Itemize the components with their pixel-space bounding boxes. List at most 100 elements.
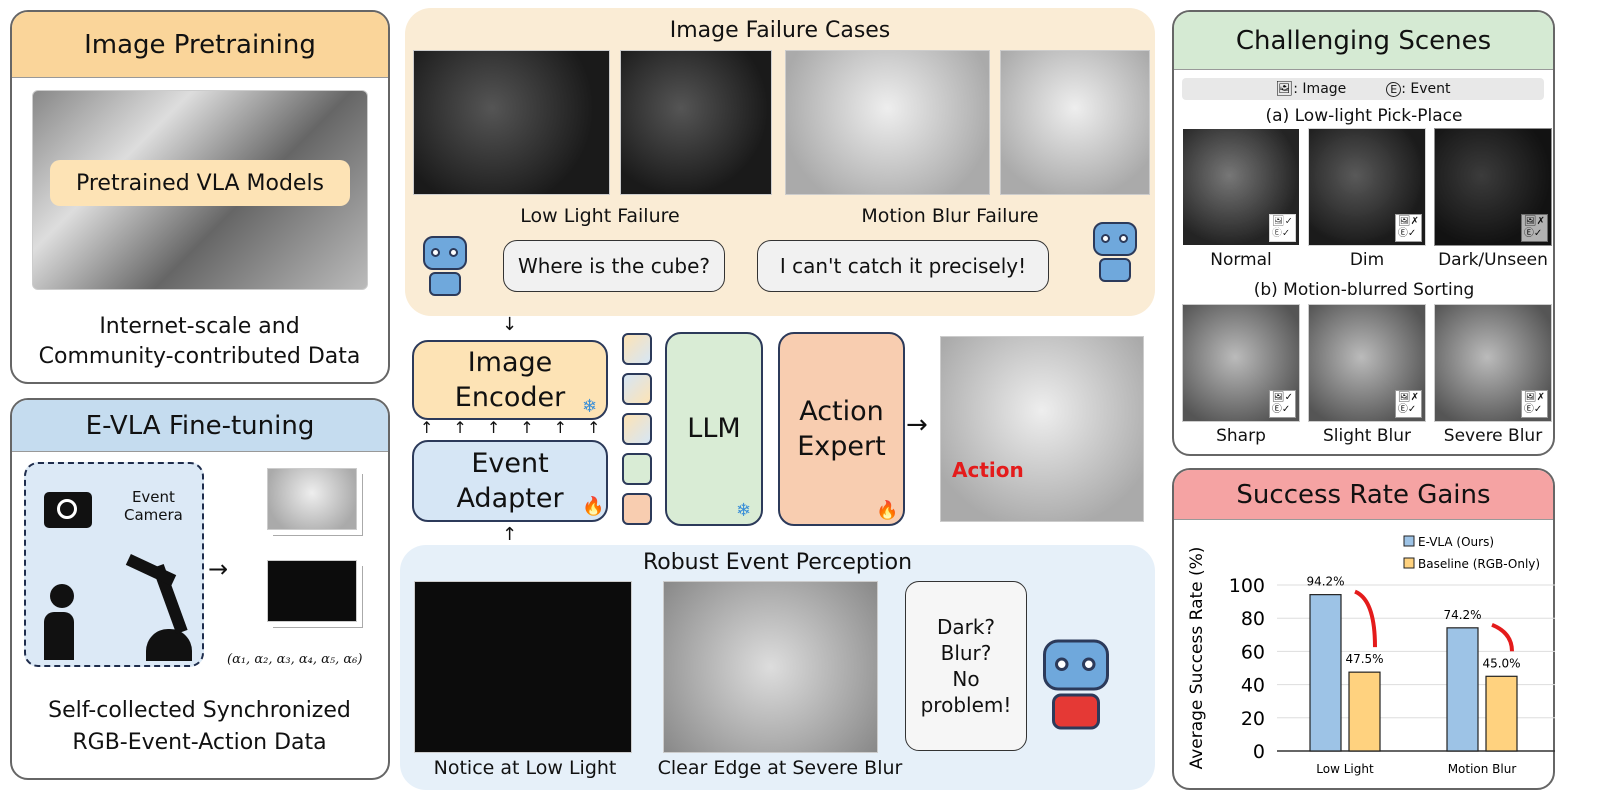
y-tick-label: 40 bbox=[1241, 675, 1265, 697]
confused-robot-icon bbox=[417, 228, 473, 298]
y-tick-label: 0 bbox=[1253, 741, 1265, 763]
token bbox=[622, 493, 652, 525]
legend-swatch bbox=[1403, 557, 1415, 569]
panel-title: Image Pretraining bbox=[12, 12, 388, 78]
camera-icon bbox=[44, 492, 92, 528]
event-icon: E bbox=[1386, 82, 1402, 97]
y-tick-label: 80 bbox=[1241, 608, 1265, 630]
section-a-title: (a) Low-light Pick-Place bbox=[1265, 106, 1463, 126]
low-light-photo-2 bbox=[620, 50, 772, 195]
x-tick-label: Low Light bbox=[1316, 762, 1374, 776]
data-label: 74.2% bbox=[1443, 608, 1481, 622]
scene-photo: 🖼✓Ⓔ✓ bbox=[1182, 128, 1300, 246]
frozen-snowflake-icon: ❄ bbox=[582, 396, 598, 417]
y-tick-label: 60 bbox=[1241, 641, 1265, 663]
scene-label: Sharp bbox=[1216, 426, 1266, 446]
legend-bar: 🖼: Image E: Event bbox=[1182, 78, 1544, 100]
chart-title: Success Rate Gains bbox=[1174, 470, 1553, 520]
rgb-frames bbox=[267, 468, 357, 530]
legend-swatch bbox=[1403, 535, 1415, 547]
blur-caption: Clear Edge at Severe Blur bbox=[657, 757, 903, 779]
motion-blur-photo-2 bbox=[1000, 50, 1150, 195]
robot-arm-icon bbox=[116, 544, 196, 664]
caption-line-2: Community-contributed Data bbox=[38, 344, 361, 369]
arrow-right-icon: → bbox=[906, 410, 928, 440]
scene-label: Normal bbox=[1210, 250, 1272, 270]
arrow-up-icon: ↑ bbox=[502, 524, 518, 545]
trainable-fire-icon: 🔥 bbox=[876, 500, 899, 521]
status-badge: 🖼✗Ⓔ✓ bbox=[1520, 214, 1548, 242]
bar bbox=[1309, 594, 1342, 752]
bar bbox=[1446, 627, 1479, 752]
success-rate-chart: 0 20 40 60 80 100 Average Success Rate (%) 94.2… bbox=[1187, 535, 1555, 776]
action-tuple: (α₁, α₂, α₃, α₄, α₅, α₆) bbox=[227, 652, 363, 667]
image-encoder-block: Image Encoder bbox=[412, 340, 608, 420]
caption-line-2: RGB-Event-Action Data bbox=[72, 730, 327, 755]
caption-line-1: Internet-scale and bbox=[99, 314, 300, 339]
gain-arrow-icon bbox=[1354, 589, 1377, 648]
bar bbox=[1348, 671, 1381, 752]
speech-bubble: Dark? Blur? No problem! bbox=[905, 581, 1027, 751]
panel-title: Robust Event Perception bbox=[642, 550, 913, 575]
arrow-down-icon: ↓ bbox=[502, 314, 518, 335]
llm-block: LLM bbox=[665, 332, 763, 526]
y-tick-label: 20 bbox=[1241, 708, 1265, 730]
section-b-title: (b) Motion-blurred Sorting bbox=[1253, 280, 1475, 300]
pretrained-vla-label: Pretrained VLA Models bbox=[50, 160, 350, 206]
action-label: Action bbox=[952, 458, 1024, 482]
frozen-snowflake-icon: ❄ bbox=[736, 500, 752, 521]
scene-photo: 🖼✗Ⓔ✓ bbox=[1308, 128, 1426, 246]
data-label: 45.0% bbox=[1482, 656, 1520, 670]
scene-label: Dark/Unseen bbox=[1438, 250, 1548, 270]
low-light-photo-1 bbox=[413, 50, 610, 195]
scene-photo: 🖼✓Ⓔ✓ bbox=[1182, 304, 1300, 422]
blur-event-frame bbox=[663, 581, 878, 753]
scene-photo: 🖼✗Ⓔ✓ bbox=[1434, 304, 1552, 422]
speech-bubble-left: Where is the cube? bbox=[503, 240, 725, 292]
gain-arrow-icon bbox=[1491, 622, 1514, 652]
scene-label: Dim bbox=[1349, 250, 1385, 270]
image-icon: 🖼 bbox=[1275, 81, 1294, 97]
data-label: 47.5% bbox=[1345, 652, 1383, 666]
token bbox=[622, 453, 652, 485]
data-label: 94.2% bbox=[1306, 575, 1344, 589]
event-adapter-block: Event Adapter bbox=[412, 440, 608, 522]
event-frames bbox=[267, 560, 357, 622]
motion-blur-failure-label: Motion Blur Failure bbox=[861, 205, 1039, 227]
legend-label: Baseline (RGB-Only) bbox=[1418, 557, 1540, 571]
y-axis-label: Average Success Rate (%) bbox=[1187, 547, 1207, 770]
caption-line-1: Self-collected Synchronized bbox=[48, 698, 351, 723]
low-light-failure-label: Low Light Failure bbox=[520, 205, 680, 227]
arrow-icon: → bbox=[208, 555, 229, 583]
event-perception-panel: Robust Event Perception Notice at Low Li… bbox=[400, 545, 1155, 790]
panel-title: E-VLA Fine-tuning bbox=[12, 400, 388, 452]
low-light-caption: Notice at Low Light bbox=[433, 757, 617, 779]
connection-arrows: ↑↑↑↑↑↑ bbox=[420, 418, 621, 437]
token bbox=[622, 413, 652, 445]
x-tick-label: Motion Blur bbox=[1448, 762, 1517, 776]
happy-robot-icon bbox=[1034, 628, 1118, 733]
scene-photo: 🖼✗Ⓔ✓ bbox=[1308, 304, 1426, 422]
status-badge: 🖼✗Ⓔ✓ bbox=[1394, 390, 1422, 418]
scene-photo: 🖼✗Ⓔ✓ bbox=[1434, 128, 1552, 246]
panel-title: Challenging Scenes bbox=[1174, 12, 1553, 70]
scene-label: Slight Blur bbox=[1322, 426, 1412, 446]
token bbox=[622, 333, 652, 365]
frustrated-robot-icon bbox=[1087, 214, 1143, 284]
motion-blur-photo-1 bbox=[785, 50, 990, 195]
legend-label: E-VLA (Ours) bbox=[1418, 535, 1494, 549]
speech-bubble-right: I can't catch it precisely! bbox=[757, 240, 1049, 292]
status-badge: 🖼✓Ⓔ✓ bbox=[1268, 214, 1296, 242]
failure-cases-panel: Image Failure Cases Low Light Failure Mo… bbox=[405, 8, 1155, 316]
status-badge: 🖼✓Ⓔ✓ bbox=[1268, 390, 1296, 418]
robot-action-photo bbox=[940, 336, 1144, 522]
image-pretraining-panel: Image Pretraining Pretrained VLA Models … bbox=[10, 10, 390, 384]
action-expert-block: Action Expert bbox=[778, 332, 905, 526]
panel-title: Image Failure Cases bbox=[669, 18, 891, 43]
scene-label: Severe Blur bbox=[1443, 426, 1543, 446]
y-tick-label: 100 bbox=[1229, 575, 1265, 597]
operator-icon bbox=[42, 584, 92, 662]
